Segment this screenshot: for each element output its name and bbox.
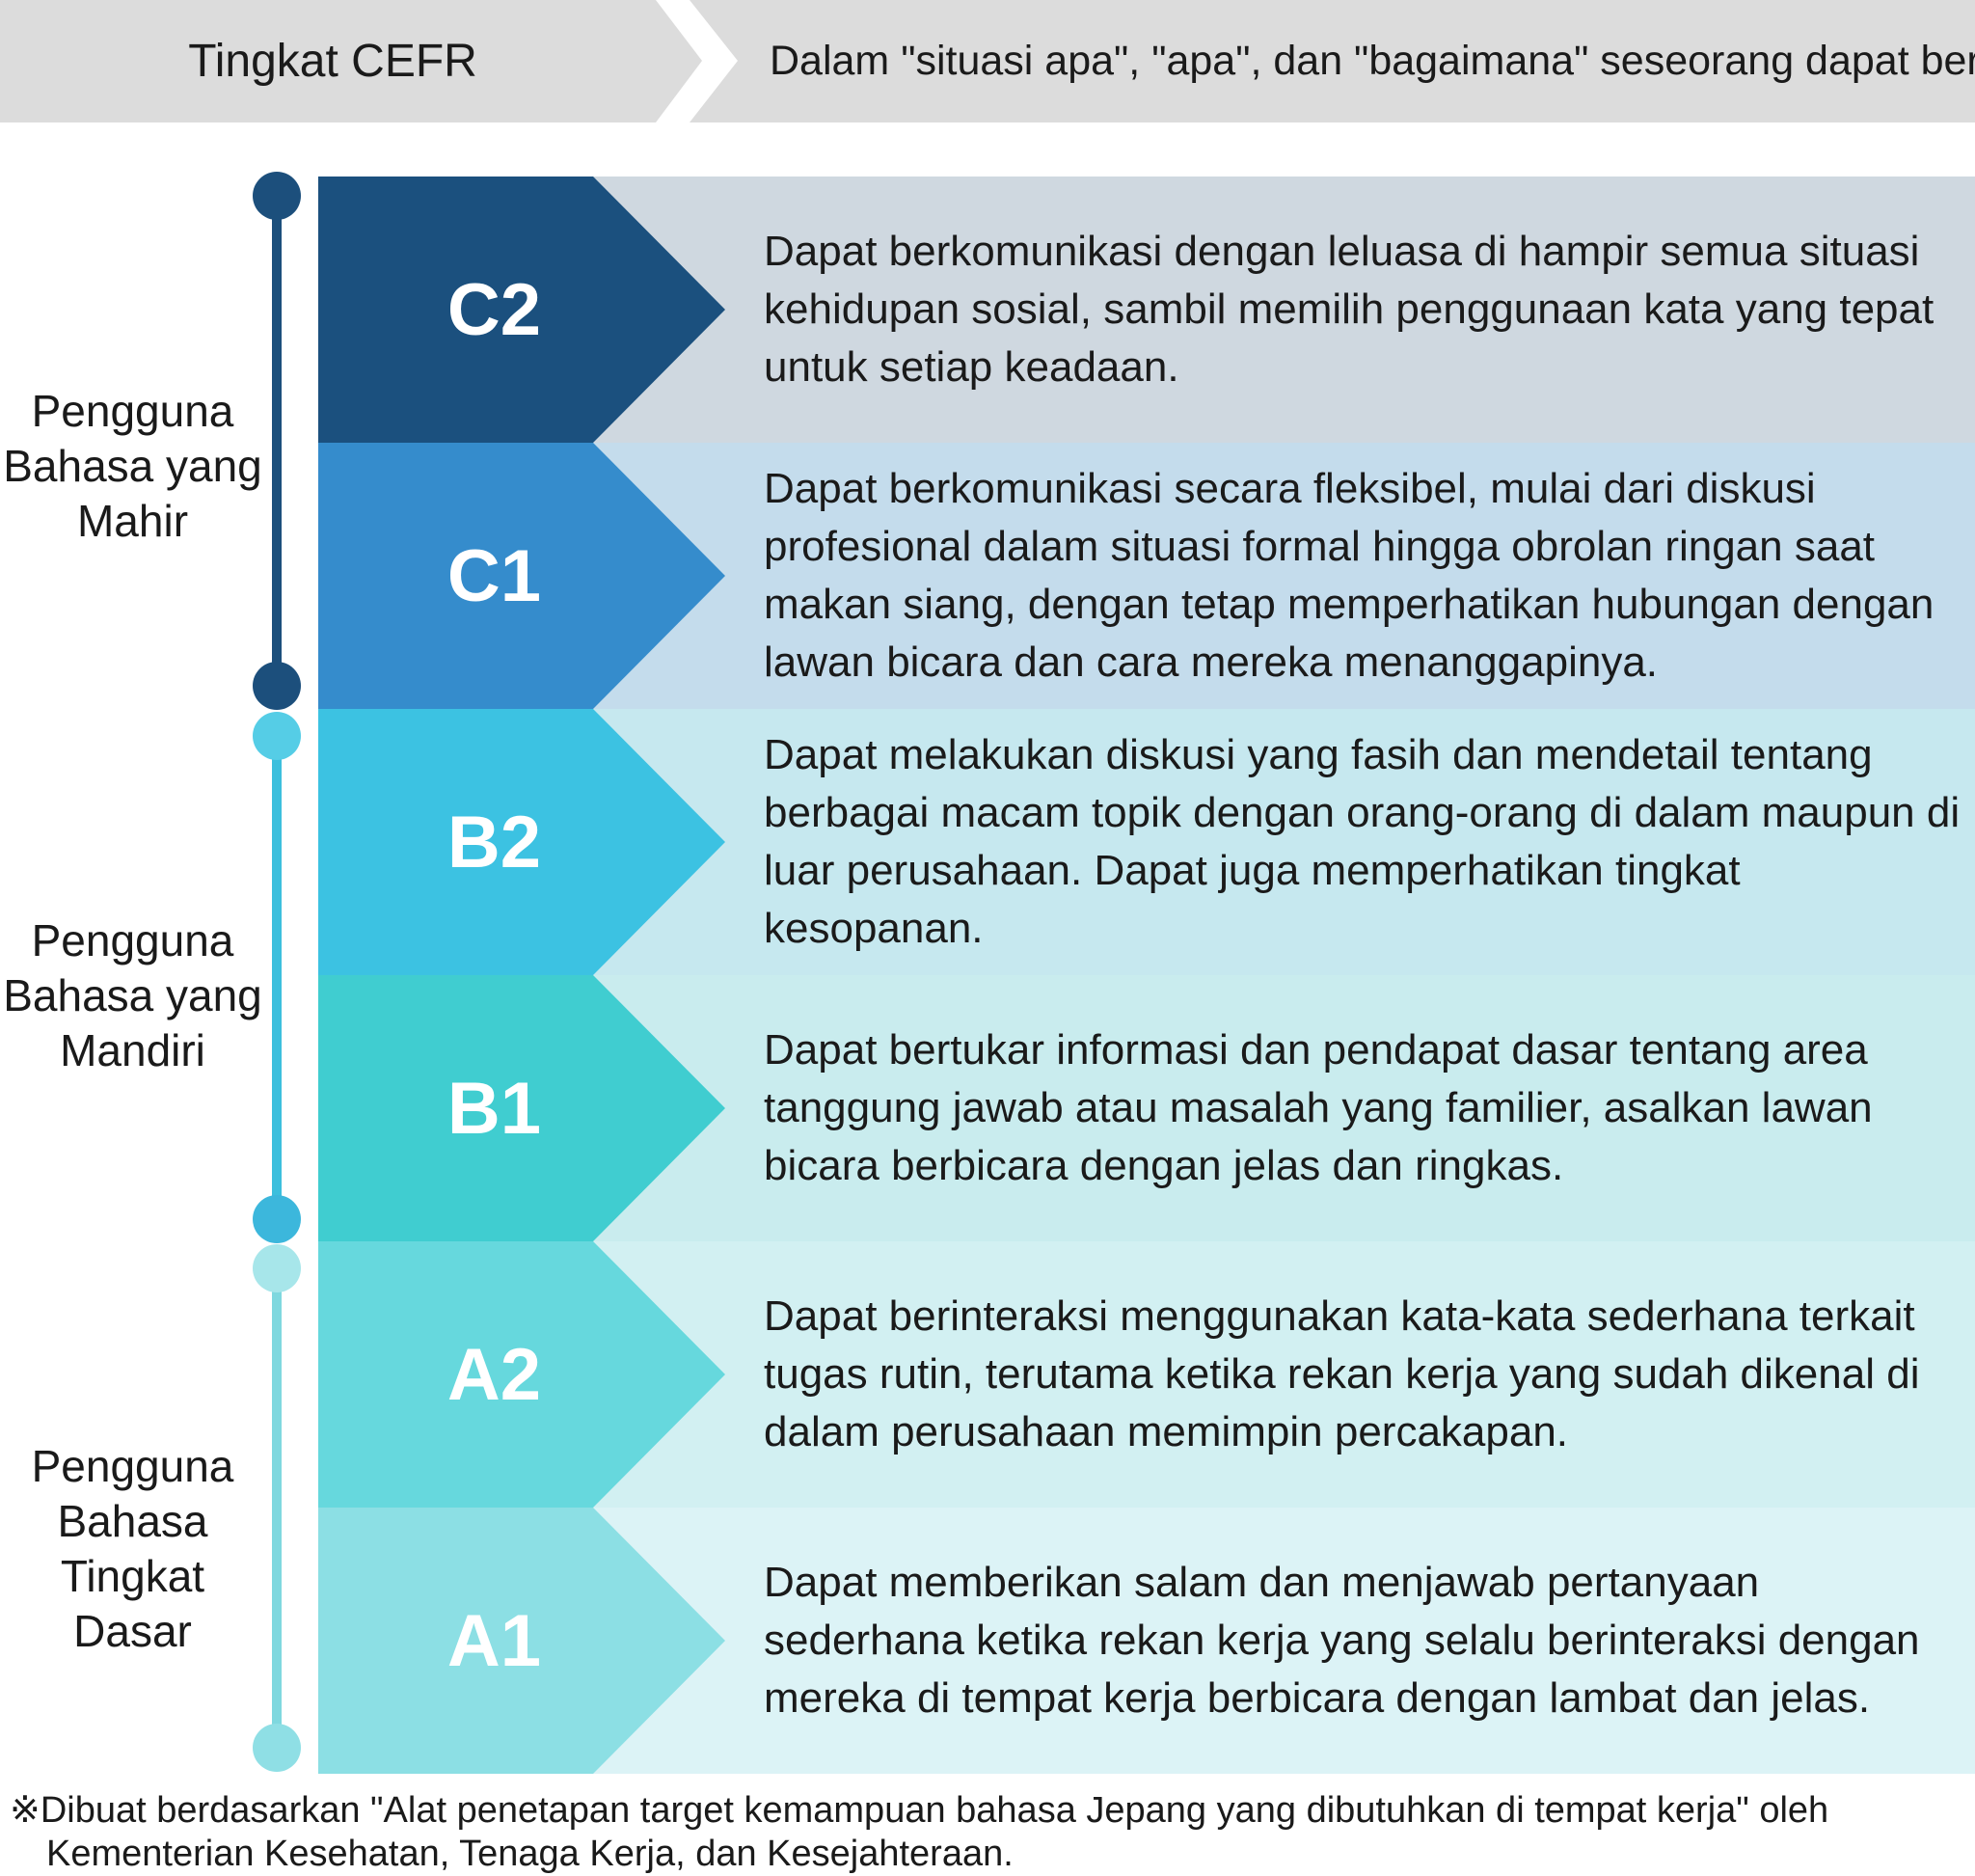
group-bracket-basic bbox=[272, 1268, 282, 1748]
level-description: Dapat melakukan diskusi yang fasih dan m… bbox=[764, 731, 1961, 952]
level-chevron bbox=[318, 975, 725, 1241]
footnote-line-1: ※Dibuat berdasarkan "Alat penetapan targ… bbox=[10, 1790, 1829, 1831]
level-chevron bbox=[318, 177, 725, 443]
level-code: B1 bbox=[446, 1067, 542, 1150]
group-label-text: Pengguna Bahasa Tingkat Dasar bbox=[31, 1441, 234, 1656]
group-bracket-dot-bottom bbox=[253, 1724, 301, 1772]
level-chevron bbox=[318, 1508, 725, 1774]
level-row-c2: C2 Dapat berkomunikasi dengan leluasa di… bbox=[318, 177, 1975, 443]
footnote-line-2: Kementerian Kesehatan, Tenaga Kerja, dan… bbox=[46, 1834, 1014, 1874]
group-bracket-dot-top bbox=[253, 712, 301, 760]
level-code: A1 bbox=[446, 1599, 542, 1682]
level-description: Dapat memberikan salam dan menjawab pert… bbox=[764, 1559, 1920, 1722]
footnote: ※Dibuat berdasarkan "Alat penetapan targ… bbox=[10, 1789, 1967, 1876]
level-row-b2: B2 Dapat melakukan diskusi yang fasih da… bbox=[318, 709, 1975, 975]
level-chevron bbox=[318, 1241, 725, 1508]
header-level-column: Tingkat CEFR bbox=[188, 36, 477, 87]
level-row-a1: A1 Dapat memberikan salam dan menjawab p… bbox=[318, 1508, 1975, 1774]
level-description: Dapat berinteraksi menggunakan kata-kata… bbox=[764, 1292, 1920, 1455]
level-code: C2 bbox=[446, 268, 542, 351]
group-bracket-dot-bottom bbox=[253, 1195, 301, 1243]
level-description: Dapat bertukar informasi dan pendapat da… bbox=[764, 1026, 1873, 1189]
group-label-text: Pengguna Bahasa yang Mahir bbox=[3, 386, 262, 546]
level-row-c1: C1 Dapat berkomunikasi secara fleksibel,… bbox=[318, 443, 1975, 709]
header-description-column: Dalam "situasi apa", "apa", dan "bagaima… bbox=[770, 38, 1975, 84]
level-code: B2 bbox=[446, 801, 542, 884]
group-bracket-proficient bbox=[272, 198, 282, 685]
level-description: Dapat berkomunikasi dengan leluasa di ha… bbox=[764, 228, 1934, 391]
group-label-proficient: Pengguna Bahasa yang Mahir bbox=[0, 384, 265, 549]
level-row-a2: A2 Dapat berinteraksi menggunakan kata-k… bbox=[318, 1241, 1975, 1508]
group-bracket-dot-bottom bbox=[253, 662, 301, 710]
group-bracket-dot-top bbox=[253, 172, 301, 220]
header-chevron-separator bbox=[656, 0, 738, 122]
level-code: C1 bbox=[446, 534, 542, 617]
level-description: Dapat berkomunikasi secara fleksibel, mu… bbox=[764, 465, 1934, 686]
level-code: A2 bbox=[446, 1333, 542, 1416]
group-label-independent: Pengguna Bahasa yang Mandiri bbox=[0, 913, 265, 1078]
header-bar: Tingkat CEFR Dalam "situasi apa", "apa",… bbox=[0, 0, 1975, 122]
group-label-basic: Pengguna Bahasa Tingkat Dasar bbox=[0, 1439, 265, 1659]
level-row-b1: B1 Dapat bertukar informasi dan pendapat… bbox=[318, 975, 1975, 1241]
group-bracket-dot-top bbox=[253, 1244, 301, 1292]
level-chevron bbox=[318, 443, 725, 709]
group-label-text: Pengguna Bahasa yang Mandiri bbox=[3, 915, 262, 1075]
group-bracket-independent bbox=[272, 736, 282, 1218]
level-chevron bbox=[318, 709, 725, 975]
